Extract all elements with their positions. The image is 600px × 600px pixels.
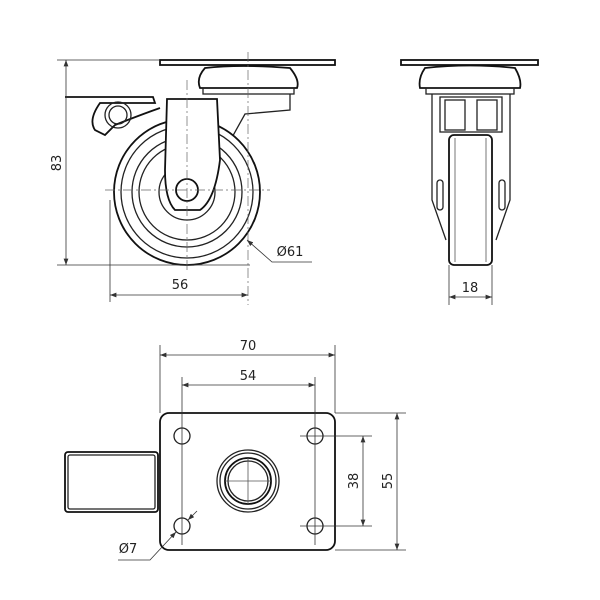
wheel-diameter-label: Ø61 (277, 245, 304, 260)
plate-length-label: 55 (381, 473, 396, 490)
hole-spacing-x-label: 54 (240, 369, 257, 384)
brake-lever (65, 96, 161, 137)
hole-diameter-label: Ø7 (119, 542, 138, 557)
brake-pedal (64, 451, 159, 513)
top-plate (159, 59, 336, 66)
front-view: 18 (400, 59, 539, 305)
bottom-view: 70 54 38 55 Ø7 (64, 339, 406, 561)
plate-width-label: 70 (240, 339, 257, 354)
height-dimension-label: 83 (50, 155, 65, 172)
side-view: 83 56 Ø61 (50, 52, 336, 305)
offset-dimension-label: 56 (172, 278, 189, 293)
wheel-width-label: 18 (462, 281, 479, 296)
wheel-front (448, 134, 493, 266)
hole-spacing-y-label: 38 (347, 473, 362, 490)
